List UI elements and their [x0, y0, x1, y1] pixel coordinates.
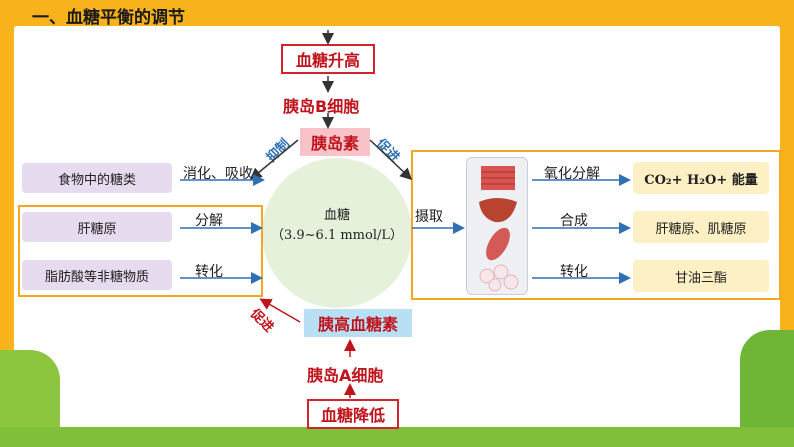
liver-source-frame: [18, 205, 263, 297]
process-breakdown-label: 分解: [195, 213, 223, 229]
uptake-label: 摄取: [415, 209, 443, 225]
process-synthesize-label: 合成: [560, 213, 588, 229]
liver-icon: [479, 198, 517, 223]
arrow-insulin-inhibit: [249, 139, 299, 180]
result-glycogen-box: 肝糖原、肌糖原: [633, 211, 769, 243]
arrow-glucagon-promote: [259, 298, 301, 323]
fat-cells-icon: [479, 264, 519, 292]
result-triglyceride-box: 甘油三酯: [633, 260, 769, 292]
blood-sugar-circle: [262, 158, 412, 308]
process-convert-right-label: 转化: [560, 264, 588, 280]
glucagon-box: 胰高血糖素: [304, 309, 412, 337]
muscle-fiber-icon: [486, 227, 510, 261]
source-food-box: 食物中的糖类: [22, 163, 172, 193]
top-bar: [0, 0, 794, 26]
blood-sugar-range: （3.9~6.1 mmol/L）: [270, 228, 404, 243]
insulin-box: 胰岛素: [300, 128, 370, 156]
process-digest-label: 消化、吸收: [183, 166, 253, 182]
process-convert-label: 转化: [195, 264, 223, 280]
source-nonsugar-box: 脂肪酸等非糖物质: [22, 260, 172, 290]
uptake-frame: [411, 150, 781, 300]
beta-cell-label: 胰岛B细胞: [283, 97, 360, 116]
ground-decoration: [0, 427, 794, 447]
tissue-images-panel: [466, 157, 528, 295]
high-blood-sugar-box: 血糖升高: [281, 44, 375, 74]
low-blood-sugar-box: 血糖降低: [307, 399, 399, 429]
muscle-tissue-icon: [481, 166, 515, 190]
slide-title: 一、血糖平衡的调节: [32, 8, 185, 28]
arrow-insulin-promote: [369, 139, 413, 181]
alpha-cell-label: 胰岛A细胞: [307, 366, 384, 385]
result-energy-box: CO₂+ H₂O+ 能量: [633, 162, 769, 194]
process-oxidize-label: 氧化分解: [544, 166, 600, 182]
blood-sugar-label: 血糖: [323, 208, 350, 223]
source-glycogen-box: 肝糖原: [22, 212, 172, 242]
